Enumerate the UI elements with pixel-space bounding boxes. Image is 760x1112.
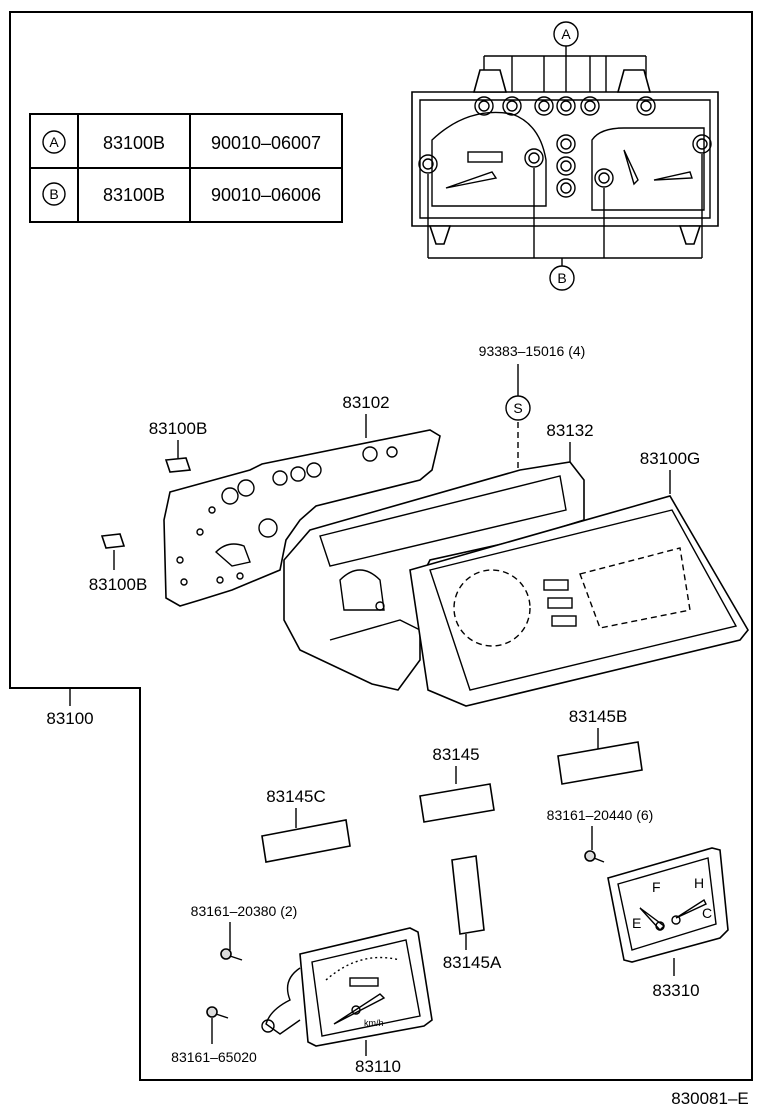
label-83100: 83100 xyxy=(46,709,93,728)
assembly-boundary xyxy=(9,11,753,1081)
callout-a-label: A xyxy=(561,26,571,42)
legend-bolt-b: 90010–06006 xyxy=(211,185,321,205)
label-83310: 83310 xyxy=(652,981,699,1000)
temp-h-mark: H xyxy=(694,875,704,891)
plate-83145c: 83145C xyxy=(261,787,351,863)
speedometer-83110: km/h 83110 xyxy=(261,927,433,1076)
label-83161-20380: 83161–20380 (2) xyxy=(191,903,298,919)
temp-c-mark: C xyxy=(702,905,712,921)
gauge-83310: F E H C 83310 xyxy=(607,847,729,1000)
label-83102: 83102 xyxy=(342,393,389,412)
label-83145a: 83145A xyxy=(443,953,502,972)
label-93383: 93383–15016 (4) xyxy=(479,343,586,359)
clip-83100b-bottom: 83100B xyxy=(89,533,148,594)
callout-b-label: B xyxy=(557,270,566,286)
screw-bosses xyxy=(418,96,712,198)
speedometer-unit: km/h xyxy=(364,1018,384,1028)
fuel-f-mark: F xyxy=(652,879,661,895)
screw-83161-20440: 83161–20440 (6) xyxy=(547,807,654,863)
screw-s-callout: 93383–15016 (4) S xyxy=(479,343,586,470)
clip-83100b-top: 83100B xyxy=(149,419,208,473)
label-83145c: 83145C xyxy=(266,787,326,806)
legend-part-a: 83100B xyxy=(103,133,165,153)
screw-83161-20380: 83161–20380 (2) xyxy=(191,903,298,961)
legend-key-b: B xyxy=(49,186,58,202)
circuit-plate-83102: 83102 xyxy=(163,393,441,607)
label-83145: 83145 xyxy=(432,745,479,764)
lens-hood-83100g: 83100G xyxy=(409,449,749,707)
cluster-rear-view: A xyxy=(411,21,719,291)
label-83161-20440: 83161–20440 (6) xyxy=(547,807,654,823)
plate-83145: 83145 xyxy=(419,745,495,823)
legend-key-a: A xyxy=(49,134,59,150)
fuel-e-mark: E xyxy=(632,915,641,931)
label-83100g: 83100G xyxy=(640,449,701,468)
label-83145b: 83145B xyxy=(569,707,628,726)
label-83132: 83132 xyxy=(546,421,593,440)
plate-83145b: 83145B xyxy=(557,707,643,785)
label-83100b-top: 83100B xyxy=(149,419,208,438)
legend-part-b: 83100B xyxy=(103,185,165,205)
plate-83145a: 83145A xyxy=(443,855,502,972)
screw-83161-65020: 83161–65020 xyxy=(171,1006,257,1065)
figure-number: 830081–E xyxy=(671,1089,749,1108)
legend-bolt-a: 90010–06007 xyxy=(211,133,321,153)
callout-s-label: S xyxy=(513,400,522,416)
label-83100b-bottom: 83100B xyxy=(89,575,148,594)
legend-table: A 83100B 90010–06007 B 83100B 90010–0600… xyxy=(29,113,343,223)
label-83161-65020: 83161–65020 xyxy=(171,1049,257,1065)
label-83110: 83110 xyxy=(355,1057,401,1076)
